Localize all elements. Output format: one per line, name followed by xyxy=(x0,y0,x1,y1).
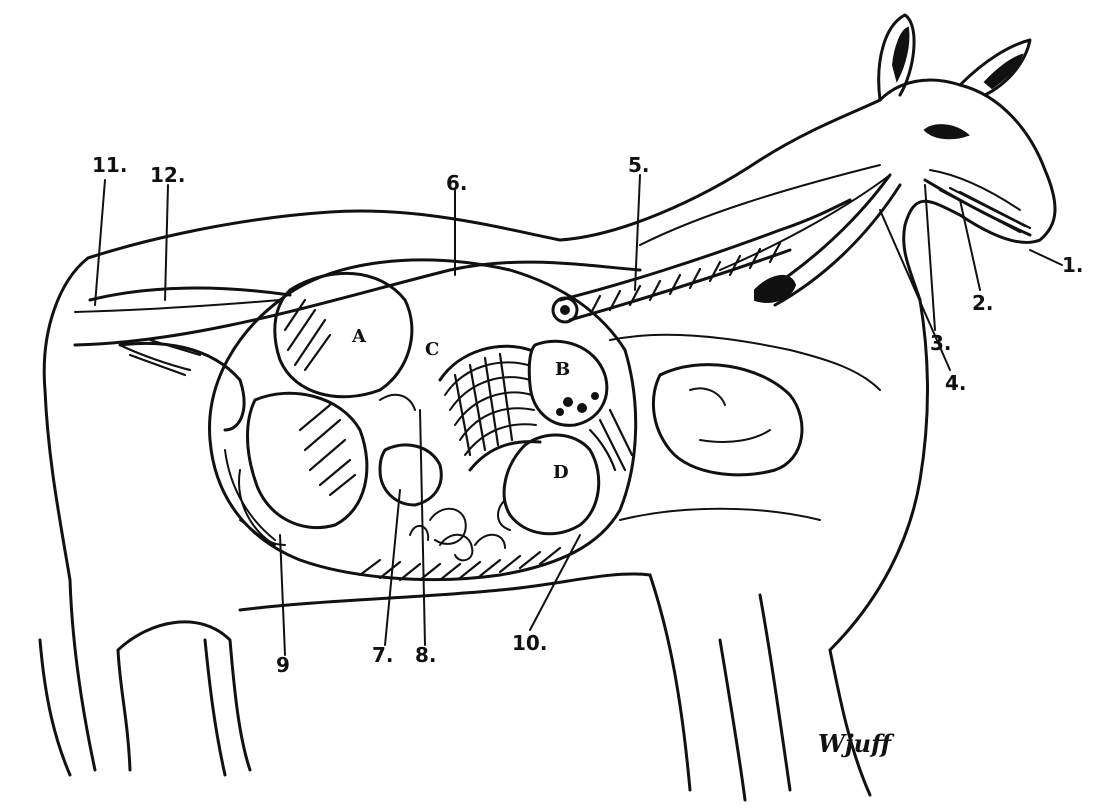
sheep-head xyxy=(879,15,1055,242)
label-10: 10. xyxy=(512,631,547,655)
label-3: 3. xyxy=(930,331,952,355)
ventral-spine-line xyxy=(75,300,280,312)
sheep-body-outline xyxy=(40,100,928,800)
organ-label-a: A xyxy=(351,326,367,347)
label-4: 4. xyxy=(945,371,967,395)
label-7: 7. xyxy=(372,643,394,667)
organ-label-d: D xyxy=(553,462,569,483)
trachea xyxy=(755,175,900,305)
label-8: 8. xyxy=(415,643,437,667)
intestine-coils xyxy=(410,526,505,560)
label-6: 6. xyxy=(446,171,468,195)
label-11: 11. xyxy=(92,153,127,177)
rectum-region xyxy=(90,288,290,430)
diaphragm-line xyxy=(620,509,820,520)
label-5: 5. xyxy=(628,153,650,177)
organ-label-b: B xyxy=(555,359,570,380)
label-12: 12. xyxy=(150,163,185,187)
reticulum-folds xyxy=(440,346,540,470)
leader-lines xyxy=(95,175,1062,655)
label-2: 2. xyxy=(972,291,994,315)
artist-signature: Wjuff xyxy=(818,729,895,758)
organ-b-reticulum xyxy=(529,341,607,425)
organ-label-c: C xyxy=(425,339,439,360)
label-1: 1. xyxy=(1062,253,1084,277)
label-9: 9 xyxy=(276,653,290,677)
ventral-fat-hatching xyxy=(360,548,560,580)
thoracic-organ xyxy=(610,335,880,475)
